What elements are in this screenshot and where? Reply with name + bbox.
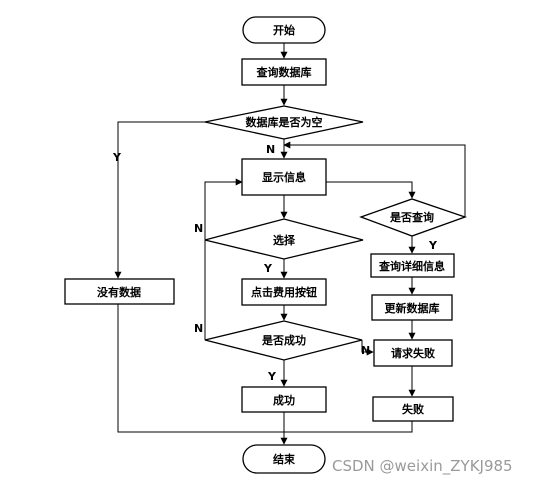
choose-label: 选择 [273, 233, 296, 247]
update-db-label: 更新数据库 [385, 301, 440, 315]
edge-label-dbempty-yes: Y [112, 151, 122, 164]
edge-labels: Y N Y N N N Y Y [112, 143, 438, 383]
watermark: CSDN @weixin_ZYKJ985 [332, 457, 513, 476]
node-click-fee: 点击费用按钮 [241, 278, 327, 306]
edge-dbempty-nodata [114, 121, 205, 279]
process-shape [371, 294, 453, 321]
fail-label: 失败 [402, 402, 424, 416]
click-fee-label: 点击费用按钮 [251, 285, 317, 299]
end-label: 结束 [272, 452, 296, 466]
edge-show-isquery [326, 181, 416, 199]
node-request-fail: 请求失败 [373, 339, 453, 367]
decision-shape [204, 320, 363, 361]
node-is-success: 是否成功 [204, 320, 363, 361]
node-choose: 选择 [204, 218, 364, 260]
node-fail: 失败 [372, 396, 454, 422]
decision-shape [204, 105, 364, 140]
process-shape [373, 339, 453, 367]
node-success: 成功 [241, 386, 327, 413]
edge-success-requestfail [361, 340, 374, 356]
db-empty-label: 数据库是否为空 [246, 115, 323, 129]
query-db-label: 查询数据库 [257, 65, 312, 79]
process-shape [241, 386, 327, 413]
query-detail-label: 查询详细信息 [379, 259, 445, 273]
node-show-info: 显示信息 [241, 158, 327, 196]
decision-shape [204, 218, 364, 260]
node-update-db: 更新数据库 [371, 294, 453, 321]
edge-label-query-yes: Y [428, 239, 438, 252]
connectors [114, 43, 466, 445]
edge-nodata-end [117, 304, 284, 433]
is-success-label: 是否成功 [261, 333, 306, 347]
edge-loop-show [204, 178, 243, 340]
start-label: 开始 [273, 23, 295, 37]
process-shape [372, 396, 454, 422]
terminator-shape [242, 444, 326, 474]
terminator-shape [242, 16, 326, 44]
process-shape [370, 253, 455, 278]
show-info-label: 显示信息 [262, 170, 306, 184]
node-is-query: 是否查询 [359, 198, 467, 237]
node-query-db: 查询数据库 [241, 58, 327, 86]
node-end: 结束 [242, 444, 326, 474]
process-shape [64, 278, 175, 305]
decision-shape [359, 198, 467, 237]
edge-label-success-no-left: N [194, 322, 203, 335]
no-data-label: 没有数据 [97, 285, 141, 299]
node-query-detail: 查询详细信息 [370, 253, 455, 278]
process-shape [241, 278, 327, 306]
edge-label-success-yes: Y [267, 370, 277, 383]
node-db-empty: 数据库是否为空 [204, 105, 364, 140]
edge-label-choose-yes: Y [263, 262, 273, 275]
node-no-data: 没有数据 [64, 278, 175, 305]
edge-label-dbempty-no: N [266, 143, 275, 156]
edge-label-choose-no: N [194, 222, 203, 235]
success-label: 成功 [273, 393, 295, 407]
is-query-label: 是否查询 [389, 210, 434, 224]
process-shape [241, 58, 327, 86]
edge-fail-end [284, 421, 413, 433]
node-start: 开始 [242, 16, 326, 44]
process-shape [241, 158, 327, 196]
request-fail-label: 请求失败 [391, 346, 435, 360]
edge-label-success-no-right: N [361, 344, 370, 357]
edge-isquery-loop [283, 141, 466, 217]
